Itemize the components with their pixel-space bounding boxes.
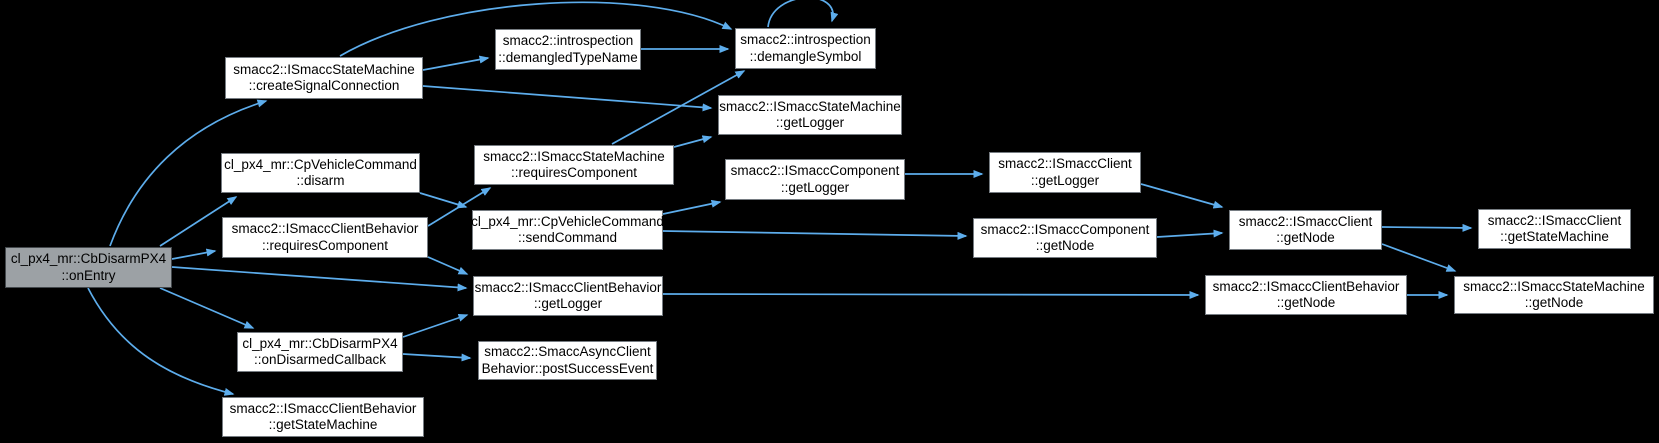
node-client-get-state-machine[interactable]: smacc2::ISmaccClient ::getStateMachine: [1478, 209, 1631, 249]
node-label-line1: smacc2::ISmaccClient: [1238, 213, 1373, 229]
node-client-get-node[interactable]: smacc2::ISmaccClient ::getNode: [1229, 210, 1382, 250]
edge-clientgetnode-clientgetstatemachine: [1381, 223, 1473, 232]
node-label-line2: ::sendCommand: [517, 230, 618, 245]
node-label-line2: ::getNode: [1524, 295, 1584, 310]
node-label-line2: ::requiresComponent: [510, 165, 638, 180]
node-label-line1: smacc2::ISmaccClient: [998, 156, 1132, 171]
edge-sendcommand-compgetlogger: [662, 199, 722, 215]
node-cpvehicle-disarm[interactable]: cl_px4_mr::CpVehicleCommand ::disarm: [221, 153, 420, 193]
edge-disarm-sendcommand: [419, 192, 468, 209]
node-label-line2: ::getNode: [1276, 230, 1335, 245]
node-label-line1: smacc2::ISmaccClientBehavior: [1212, 278, 1400, 294]
edge-createsignal-demanglesymbol: [339, 1, 733, 57]
node-label-line1: smacc2::introspection: [740, 32, 871, 47]
edge-clientgetlogger-clientgetnode: [1140, 183, 1224, 209]
node-label-line1: cl_px4_mr::CbDisarmPX4: [10, 251, 167, 266]
edge-compgetnode-clientgetnode: [1156, 229, 1224, 238]
node-post-success-event[interactable]: smacc2::SmaccAsyncClient Behavior::postS…: [478, 341, 657, 380]
node-on-disarmed-callback[interactable]: cl_px4_mr::CbDisarmPX4 ::onDisarmedCallb…: [237, 332, 403, 372]
node-label-line1: smacc2::ISmaccStateMachine: [483, 148, 665, 164]
node-label-line2: ::getLogger: [533, 296, 603, 311]
node-demangle-symbol[interactable]: smacc2::introspection ::demangleSymbol: [735, 28, 876, 69]
node-label-line2: ::getStateMachine: [1500, 229, 1609, 244]
node-label-line2: ::getStateMachine: [268, 417, 378, 432]
edge-cbgetlogger-cbgetnode: [662, 290, 1200, 299]
edge-onentry-cbgetlogger: [171, 266, 468, 292]
node-label-line1: smacc2::ISmaccClient: [1487, 212, 1622, 228]
node-comp-get-logger[interactable]: smacc2::ISmaccComponent ::getLogger: [725, 159, 905, 200]
node-label-line1: smacc2::ISmaccComponent: [730, 163, 900, 178]
edge-smrequirescomponent-demanglesymbol: [611, 70, 746, 145]
edge-createsignal-smgetlogger: [422, 85, 713, 112]
node-comp-get-node[interactable]: smacc2::ISmaccComponent ::getNode: [973, 218, 1157, 258]
edge-clientgetnode-smgetnode: [1381, 243, 1457, 272]
node-demangled-type-name[interactable]: smacc2::introspection ::demangledTypeNam…: [495, 29, 641, 70]
node-cpvehicle-send-command[interactable]: cl_px4_mr::CpVehicleCommand ::sendComman…: [471, 210, 664, 250]
node-label-line1: smacc2::ISmaccStateMachine: [233, 61, 415, 77]
node-label-line1: smacc2::ISmaccClientBehavior: [231, 221, 419, 236]
node-label-line1: smacc2::ISmaccClientBehavior: [229, 400, 417, 416]
node-cb-get-logger[interactable]: smacc2::ISmaccClientBehavior ::getLogger: [473, 276, 663, 316]
edge-onentry-disarm: [159, 196, 238, 247]
edge-createsignal-demangledtypename: [422, 55, 490, 71]
node-sm-requires-component[interactable]: smacc2::ISmaccStateMachine ::requiresCom…: [474, 145, 674, 185]
node-label-line1: smacc2::SmaccAsyncClient: [484, 344, 651, 359]
edge-onentry-getstatemachine: [87, 287, 235, 396]
edge-onentry-createsignalconnection: [109, 99, 268, 247]
node-label-line1: smacc2::ISmaccClientBehavior: [474, 279, 662, 295]
node-label-line2: ::createSignalConnection: [248, 78, 400, 93]
node-label-line2: ::getLogger: [780, 179, 850, 195]
node-cb-get-state-machine[interactable]: smacc2::ISmaccClientBehavior ::getStateM…: [222, 397, 424, 437]
node-label-line1: smacc2::ISmaccStateMachine: [1463, 278, 1645, 294]
node-label-line2: ::getNode: [1035, 238, 1095, 253]
node-label-line1: cl_px4_mr::CbDisarmPX4: [242, 335, 398, 351]
edge-demanglesymbol-self-loop: [767, 0, 839, 28]
node-create-signal-connection[interactable]: smacc2::ISmaccStateMachine ::createSigna…: [225, 57, 423, 99]
node-label-line2: ::getLogger: [775, 115, 845, 130]
node-label-line1: smacc2::ISmaccComponent: [980, 221, 1150, 237]
node-label-line1: cl_px4_mr::CpVehicleCommand: [471, 213, 664, 229]
node-label-line2: ::disarm: [296, 173, 345, 188]
node-label-line2: ::getNode: [1276, 295, 1336, 310]
edge-sendcommand-compgetnode: [662, 230, 968, 240]
edge-ondisarmedcallback-postsuccessevent: [402, 353, 472, 362]
node-label-line2: ::getLogger: [1030, 172, 1100, 188]
node-label-line2: ::onEntry: [61, 267, 116, 283]
node-label-line1: smacc2::ISmaccStateMachine: [719, 98, 901, 114]
node-label-line1: smacc2::introspection: [502, 33, 634, 48]
node-cb-get-node[interactable]: smacc2::ISmaccClientBehavior ::getNode: [1205, 275, 1407, 315]
node-cb-requires-component[interactable]: smacc2::ISmaccClientBehavior ::requiresC…: [222, 217, 428, 258]
node-label-line2: ::demangledTypeName: [498, 49, 638, 65]
node-client-get-logger[interactable]: smacc2::ISmaccClient ::getLogger: [989, 152, 1141, 193]
edge-smrequirescomponent-smgetlogger: [673, 135, 713, 148]
node-sm-get-node[interactable]: smacc2::ISmaccStateMachine ::getNode: [1454, 276, 1654, 314]
node-label-line2: ::onDisarmedCallback: [253, 352, 387, 367]
edge-ondisarmedcallback-cbgetlogger: [402, 313, 469, 338]
node-label-line2: ::demangleSymbol: [749, 48, 862, 64]
node-sm-get-logger[interactable]: smacc2::ISmaccStateMachine ::getLogger: [718, 95, 902, 135]
node-label-line2: Behavior::postSuccessEvent: [481, 360, 654, 376]
node-label-line1: cl_px4_mr::CpVehicleCommand: [224, 156, 417, 172]
edge-cbrequirescomponent-cbgetlogger: [427, 256, 469, 275]
node-label-line2: ::requiresComponent: [261, 237, 389, 253]
node-cb-disarm-onentry[interactable]: cl_px4_mr::CbDisarmPX4 ::onEntry: [5, 247, 172, 288]
edge-onentry-cbrequirescomponent: [171, 248, 217, 260]
edge-onentry-ondisarmedcallback: [159, 287, 255, 329]
